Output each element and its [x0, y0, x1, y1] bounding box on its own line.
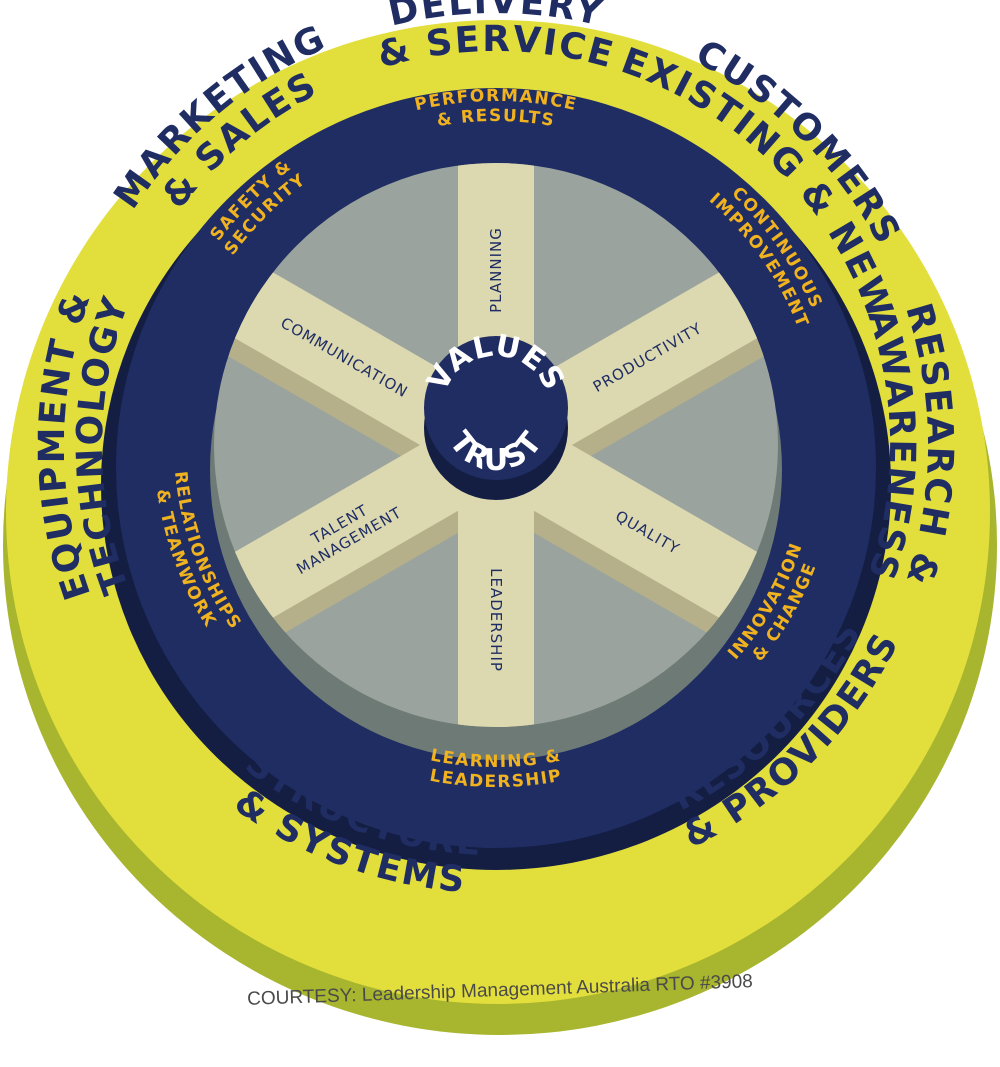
spoke: [458, 445, 534, 727]
hub: [424, 336, 568, 480]
spoke-label: PLANNING: [487, 227, 505, 313]
spoke-label: LEADERSHIP: [487, 568, 505, 672]
